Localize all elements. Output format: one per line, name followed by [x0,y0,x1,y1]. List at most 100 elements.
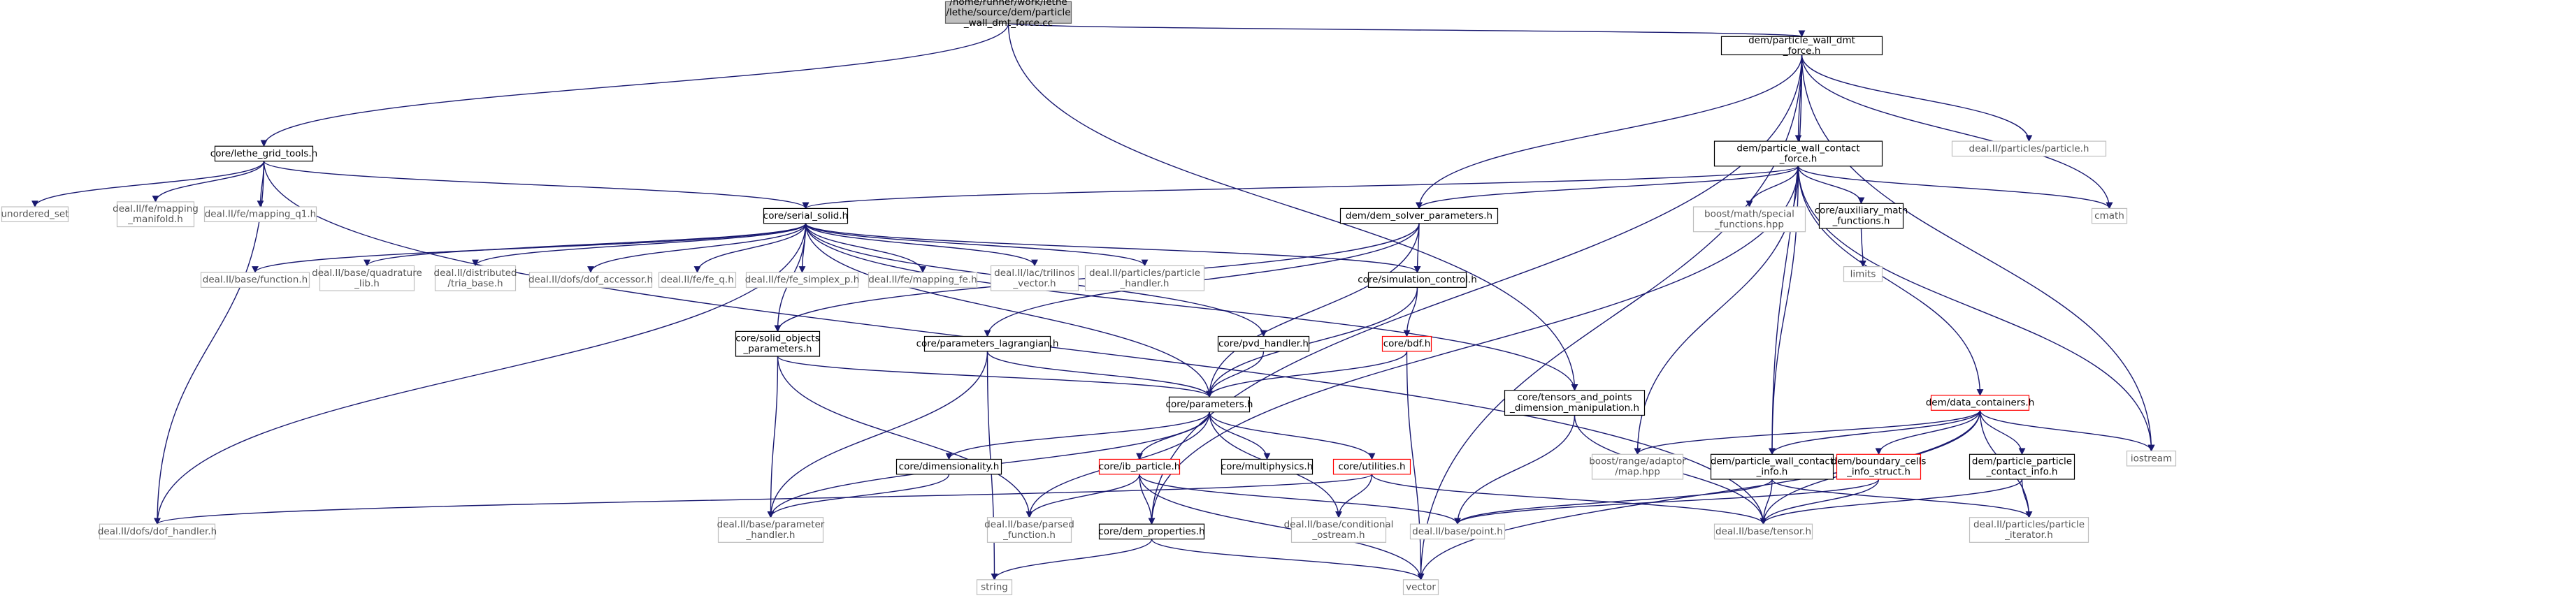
node-box [1713,523,1813,540]
node-label: core/parameters_lagrangian.h [916,338,1059,349]
node-box [1969,517,2089,543]
node-dimensionality[interactable]: core/dimensionality.h [895,458,1002,475]
node-quadrature-lib: deal.II/base/quadrature_lib.h [312,265,422,291]
node-parsed-function: deal.II/base/parsed_function.h [984,517,1074,543]
edge-pw_dmt-to-dem_solver_params [1416,54,1803,210]
node-label: _vector.h [1012,278,1056,289]
node-grid-tools[interactable]: core/lethe_grid_tools.h [210,145,317,162]
edge-params_lagrangian-to-parameters [986,351,1213,398]
node-data-containers[interactable]: dem/data_containers.h [1926,395,2035,411]
node-box [1168,396,1251,413]
node-aux-math[interactable]: core/auxiliary_math_functions.h [1815,203,1908,229]
node-mapping-fe: deal.II/fe/mapping_fe.h [868,272,978,288]
node-utilities[interactable]: core/utilities.h [1332,458,1411,475]
node-box [745,272,859,288]
node-particle-handler: deal.II/particles/particle_handler.h [1084,265,1205,291]
node-label: _manifold.h [127,214,183,225]
node-label: deal.II/base/function.h [203,275,308,286]
node-box [2091,207,2128,224]
node-bdf[interactable]: core/bdf.h [1381,335,1432,352]
node-label: dem/particle_wall_contact [1736,143,1859,154]
node-pw-contact-info[interactable]: dem/particle_wall_contact_info.h [1710,453,1834,480]
node-label: core/tensors_and_points [1517,392,1632,403]
node-sim-control[interactable]: core/simulation_control.h [1358,272,1477,288]
edge-serial_solid-to-dof_accessor [587,223,807,273]
node-label: iostream [2131,453,2172,464]
node-label: deal.II/distributed [434,268,517,279]
node-box [1720,36,1883,56]
node-box [986,517,1072,543]
node-dem-solver-params[interactable]: dem/dem_solver_parameters.h [1339,207,1499,224]
edge-aux_math-to-limits [1859,228,1866,268]
edge-bdf-to-vector [1406,351,1425,581]
node-label: core/parameters.h [1166,399,1253,410]
node-label: deal.II/fe/fe_simplex_p.h [745,275,860,286]
node-label: boost/range/adaptor [1589,456,1686,467]
node-conditional-ostream: deal.II/base/conditional_ostream.h [1284,517,1393,543]
node-label: _function.h [1002,530,1056,541]
node-box [99,523,216,540]
node-box [1402,579,1439,595]
edge-pw_dmt-to-particles_particle [1801,54,2033,143]
edges-layer [31,22,2155,581]
node-box [1332,458,1411,475]
node-pw-dmt[interactable]: dem/particle_wall_dmt_force.h [1720,35,1883,57]
node-label: deal.II/base/point.h [1412,526,1503,537]
node-box [1409,523,1506,540]
node-tria-base: deal.II/distributed/tria_base.h [434,265,517,291]
node-fe-q: deal.II/fe/fe_q.h [658,272,737,288]
node-box [1339,207,1499,224]
node-tensor: deal.II/base/tensor.h [1713,523,1813,540]
node-label: /tria_base.h [447,278,503,289]
node-dof-accessor: deal.II/dofs/dof_accessor.h [528,272,653,288]
edge-grid_tools-to-serial_solid [263,161,810,210]
node-param-handler: deal.II/base/parameter_handler.h [717,517,825,543]
edge-pw_contact_force-to-data_containers [1797,166,1984,396]
node-dem-properties[interactable]: core/dem_properties.h [1098,523,1205,540]
node-label: deal.II/base/tensor.h [1715,526,1811,537]
edge-ib_particle-to-point [1139,474,1461,525]
node-label: deal.II/dofs/dof_handler.h [98,526,217,537]
node-box [658,272,737,288]
node-serial-solid[interactable]: core/serial_solid.h [763,207,848,224]
node-ib-particle[interactable]: core/ib_particle.h [1099,458,1181,475]
node-pvd-handler[interactable]: core/pvd_handler.h [1217,335,1310,352]
node-label: _lib.h [354,278,380,289]
edge-utilities-to-conditional_ostream [1335,474,1373,518]
node-label: deal.II/dofs/dof_accessor.h [528,275,653,286]
edge-data_containers-to-pw_contact_info [1769,410,1981,455]
node-box [1290,517,1387,543]
edge-pvd_handler-to-parameters [1206,351,1265,398]
node-label: core/ib_particle.h [1099,461,1181,472]
edge-grid_tools-to-unordered_set [31,161,265,208]
node-box [203,206,317,223]
node-tensors-points[interactable]: core/tensors_and_points_dimension_manipu… [1504,390,1646,416]
node-boost-special: boost/math/special_functions.hpp [1692,206,1806,233]
node-box [1,206,69,223]
node-pw-contact-force[interactable]: dem/particle_wall_contact_force.h [1713,140,1883,167]
node-label: dem/particle_wall_dmt [1748,35,1855,46]
edge-utilities-to-dof_handler [154,474,1373,525]
node-solid-objects[interactable]: core/solid_objects_parameters.h [735,330,821,357]
node-label: dem/data_containers.h [1926,398,2035,409]
node-box [868,272,978,288]
node-label: core/multiphysics.h [1221,461,1314,472]
edge-dimensionality-to-param_handler [767,474,950,518]
node-root[interactable]: /home/runner/work/lethe/lethe/source/dem… [944,0,1072,29]
edge-parameters-to-dimensionality [945,411,1210,460]
edge-serial_solid-to-tensors_points [805,223,1578,391]
node-unordered-set: unordered_set [1,206,69,223]
node-parameters[interactable]: core/parameters.h [1166,396,1253,413]
node-box [1710,453,1834,480]
node-label: /home/runner/work/lethe [949,0,1067,8]
node-boundary-cells[interactable]: dem/boundary_cells_info_struct.h [1832,453,1927,480]
node-params-lagrangian[interactable]: core/parameters_lagrangian.h [916,335,1059,352]
edge-data_containers-to-pp_contact_info [1979,410,2026,455]
edge-solid_objects-to-parsed_function [777,356,1033,518]
node-pp-contact-info[interactable]: dem/particle_particle_contact_info.h [1969,453,2075,480]
edge-root-to-pw_dmt [1007,22,1805,38]
node-label: _wall_dmt_force.cc [963,17,1053,29]
node-multiphysics[interactable]: core/multiphysics.h [1221,458,1314,475]
node-label: _handler.h [746,530,796,541]
